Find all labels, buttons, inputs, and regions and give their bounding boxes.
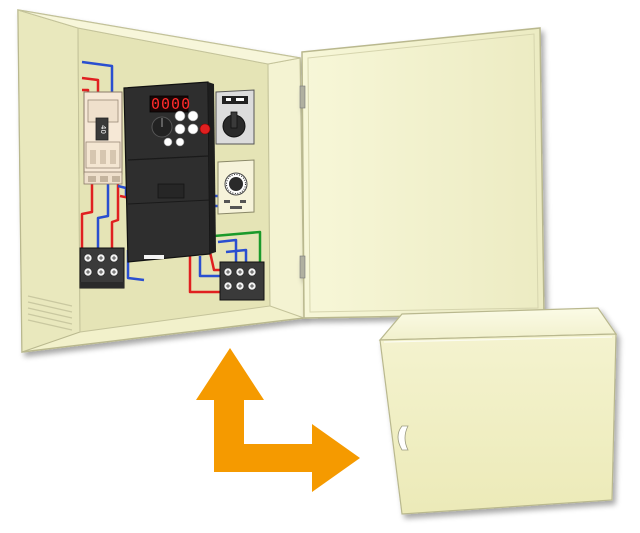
cabinet-closed-icon xyxy=(378,307,618,515)
cabinet-door xyxy=(299,27,545,319)
arrow-icon xyxy=(196,348,360,492)
door-hinge-top xyxy=(299,85,306,109)
rotary-switch xyxy=(215,89,255,145)
inverter-unit: 0000 xyxy=(123,81,216,263)
closed-cabinet-handle xyxy=(397,425,409,451)
breaker-rating: 40 xyxy=(99,125,107,134)
terminal-block-left xyxy=(79,247,125,289)
inverter-display xyxy=(149,95,189,113)
terminal-block-right xyxy=(219,261,265,301)
timer-relay xyxy=(217,159,255,215)
closed-cabinet-front xyxy=(379,333,617,515)
inverter-buttons xyxy=(163,110,211,147)
door-hinge-bottom xyxy=(299,255,306,279)
cabinet-inner-top-wall xyxy=(17,9,301,65)
inverter-label-strip xyxy=(144,255,164,259)
cabinet-inner-right-wall xyxy=(267,57,305,319)
vent-slots xyxy=(27,295,73,331)
circuit-breaker: 40 xyxy=(83,91,123,185)
inverter-display-value: 0000 xyxy=(151,95,191,113)
